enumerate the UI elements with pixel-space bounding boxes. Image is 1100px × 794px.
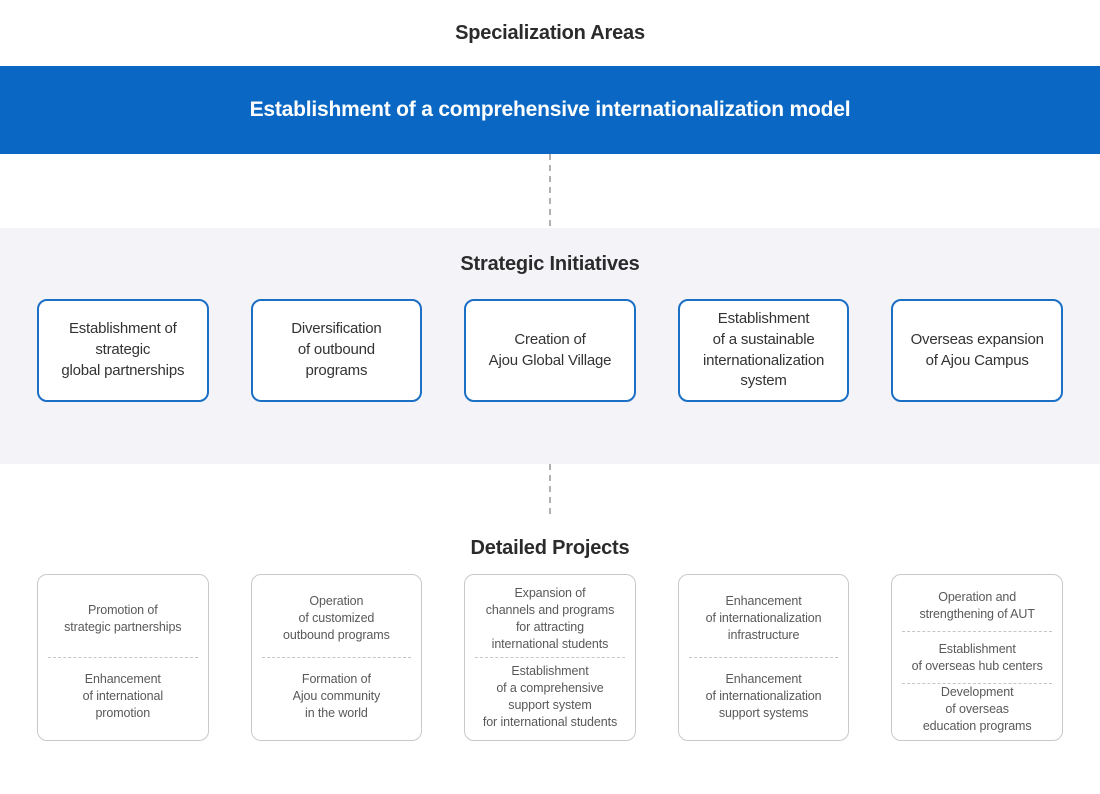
detailed-item: Enhancement of internationalization infr… — [705, 594, 822, 642]
detailed-item: Establishment of overseas hub centers — [902, 631, 1052, 683]
detailed-item: Enhancement of internationalization supp… — [688, 657, 839, 735]
detailed-item: Development of overseas education progra… — [902, 683, 1052, 735]
strategic-box-global-partnerships: Establishment of strategic global partne… — [37, 299, 209, 402]
connector-top — [0, 154, 1100, 228]
internationalization-model-banner: Establishment of a comprehensive interna… — [0, 66, 1100, 154]
banner-label: Establishment of a comprehensive interna… — [249, 98, 851, 121]
detailed-item: Enhancement of international promotion — [48, 657, 198, 735]
strategic-box-overseas-expansion: Overseas expansion of Ajou Campus — [891, 299, 1063, 402]
detailed-item: Operation and strengthening of AUT — [919, 589, 1035, 621]
detailed-box-infrastructure: Enhancement of internationalization infr… — [677, 574, 850, 741]
detailed-box-outbound: Operation of customized outbound program… — [250, 574, 423, 741]
detailed-boxes-row: Promotion of strategic partnerships Enha… — [0, 574, 1100, 741]
strategic-initiatives-title: Strategic Initiatives — [460, 253, 640, 275]
detailed-projects-title: Detailed Projects — [470, 536, 630, 559]
strategic-box-global-village: Creation of Ajou Global Village — [464, 299, 636, 402]
detailed-item: Establishment of a comprehensive support… — [475, 657, 625, 735]
detailed-projects-header: Detailed Projects — [0, 517, 1100, 562]
strategic-boxes-row: Establishment of strategic global partne… — [0, 299, 1100, 402]
strategic-box-outbound-programs: Diversification of outbound programs — [250, 299, 423, 402]
detailed-item: Expansion of channels and programs for a… — [485, 585, 615, 651]
page-title: Specialization Areas — [455, 21, 645, 44]
detailed-box-international-students: Expansion of channels and programs for a… — [464, 574, 636, 741]
strategic-initiatives-header: Strategic Initiatives — [0, 253, 1100, 276]
detailed-item: Promotion of strategic partnerships — [64, 602, 182, 634]
dashed-connector-line — [549, 154, 551, 228]
dashed-connector-line — [549, 464, 551, 517]
detailed-box-partnerships: Promotion of strategic partnerships Enha… — [37, 574, 209, 741]
specialization-areas-header: Specialization Areas — [0, 0, 1100, 66]
detailed-box-overseas: Operation and strengthening of AUT Estab… — [891, 574, 1063, 741]
strategic-box-sustainable-system: Establishment of a sustainable internati… — [677, 299, 850, 402]
detailed-item: Operation of customized outbound program… — [283, 594, 390, 642]
connector-bottom — [0, 464, 1100, 517]
detailed-item: Formation of Ajou community in the world — [261, 657, 412, 735]
strategic-initiatives-section: Strategic Initiatives Establishment of s… — [0, 228, 1100, 464]
